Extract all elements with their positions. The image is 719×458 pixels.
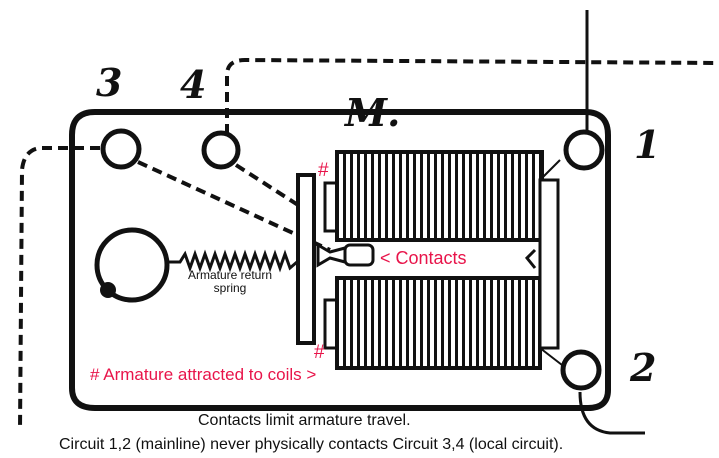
terminal-1 [563, 129, 605, 171]
terminal-2 [560, 349, 602, 391]
armature [296, 173, 316, 345]
terminal-3-label: 3 [96, 60, 123, 105]
spring-anchor [94, 227, 170, 303]
spring-anchor-screw [100, 282, 116, 298]
contacts-annotation: < Contacts [380, 248, 467, 268]
local-circuit-dashed-top [225, 57, 719, 150]
armature-top-mark: # [318, 160, 329, 181]
terminal-4-label: 4 [180, 62, 207, 107]
armature-return-spring [167, 249, 298, 273]
terminal-3 [100, 128, 142, 170]
local-circuit-dashed-left [18, 146, 100, 431]
contact-point [343, 243, 375, 267]
armature-bottom-mark: # [314, 342, 325, 363]
right-contact [524, 248, 537, 269]
terminal-2-label: 2 [630, 345, 657, 390]
spring-label-line1: Armature return [187, 268, 273, 282]
relay-label-m: M. [345, 90, 401, 135]
spring-label-line2: spring [213, 281, 247, 295]
base-plate-outline [69, 109, 611, 411]
spring-label: Armature return spring [175, 269, 285, 295]
terminal-4 [201, 130, 241, 170]
yoke [538, 178, 560, 350]
terminal-1-label: 1 [634, 122, 661, 167]
upper-coil [335, 150, 544, 242]
lower-coil [335, 276, 542, 370]
contact-screw [316, 242, 347, 268]
mainline-wire-bottom [578, 391, 645, 435]
armature-attracted-annotation: # Armature attracted to coils > [90, 365, 317, 384]
dashed-4-to-armature [234, 163, 300, 207]
caption-line-1: Contacts limit armature travel. [198, 412, 411, 429]
caption-line-2: Circuit 1,2 (mainline) never physically … [59, 436, 564, 453]
